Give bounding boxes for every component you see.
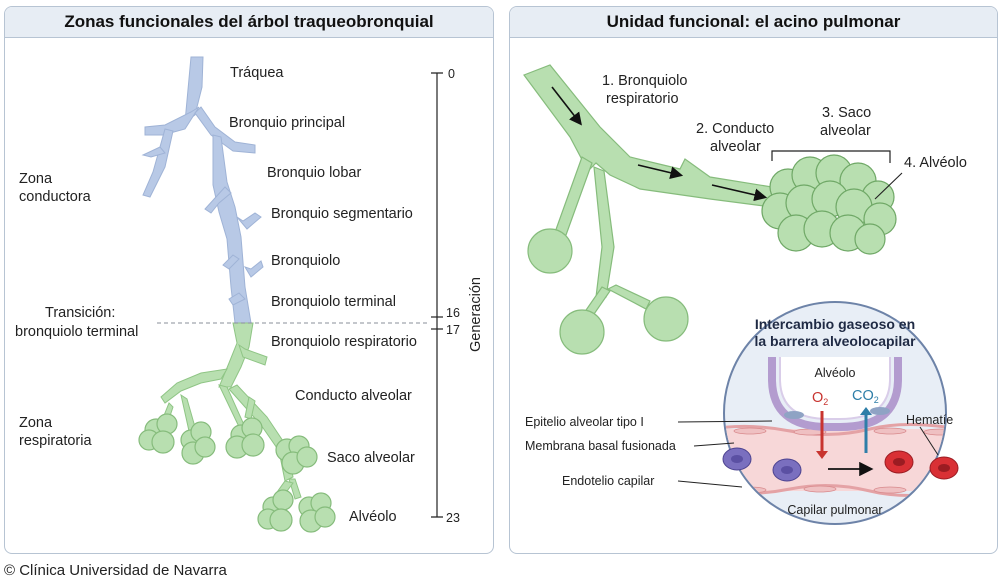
label-alveolus-4: 4. Alvéolo xyxy=(904,155,967,171)
alveolar-sac-clusters xyxy=(138,413,336,533)
alveolar-wall xyxy=(768,357,902,431)
alveolar-sac-2 xyxy=(180,421,216,465)
copyright-text: © Clínica Universidad de Navarra xyxy=(4,562,227,579)
zone-respiratory-line1: Zona xyxy=(19,415,53,431)
label-bronchiole: Bronquiolo xyxy=(271,253,340,269)
alveolar-sac-cluster xyxy=(761,154,897,255)
o2-label: O2 xyxy=(812,390,828,407)
label-resp-bronchiole-1: 1. Bronquiolo xyxy=(602,73,687,89)
bronchial-tree-diagram: Tráquea Bronquio principal Bronquio loba… xyxy=(15,56,484,533)
label-respiratory-bronchiole: Bronquiolo respiratorio xyxy=(271,334,417,350)
label-trachea: Tráquea xyxy=(230,65,284,81)
inset-alveolus-label: Alvéolo xyxy=(815,366,856,380)
alveolar-sac-1 xyxy=(138,413,178,454)
right-panel: Unidad funcional: el acino pulmonar xyxy=(509,6,998,554)
inset-title-1: Intercambio gaseoso en xyxy=(755,316,915,332)
label-main-bronchus: Bronquio principal xyxy=(229,115,345,131)
label-alv-duct-1: 2. Conducto xyxy=(696,121,774,137)
label-lobar-bronchus: Bronquio lobar xyxy=(267,165,361,181)
tick-0: 0 xyxy=(448,67,455,81)
rbc-label: Hematíe xyxy=(906,413,953,427)
tick-16: 16 xyxy=(446,306,460,320)
capillary-label: Capilar pulmonar xyxy=(787,503,882,517)
transition-line2: bronquiolo terminal xyxy=(15,324,138,340)
alveolar-sac-4 xyxy=(275,435,318,475)
zone-respiratory-line2: respiratoria xyxy=(19,433,92,449)
layer-endothelium-label: Endotelio capilar xyxy=(562,474,654,488)
transition-line1: Transición: xyxy=(45,305,115,321)
layer-epithelium-label: Epitelio alveolar tipo I xyxy=(525,415,644,429)
alveolar-sac-6 xyxy=(298,492,336,533)
conductive-zone-tree xyxy=(141,56,264,324)
label-alveolar-duct: Conducto alveolar xyxy=(295,388,412,404)
axis-label-generation: Generación xyxy=(468,277,484,352)
label-alv-sac-1: 3. Saco xyxy=(822,105,871,121)
zone-conductive-line2: conductora xyxy=(19,189,92,205)
label-alveolus: Alvéolo xyxy=(349,509,397,525)
inset-title-2: la barrera alveolocapilar xyxy=(754,333,916,349)
alveolar-sac-5 xyxy=(257,489,294,532)
gas-exchange-inset: O2 CO2 Intercambio gaseoso en la barrera… xyxy=(722,301,959,525)
left-panel: Zonas funcionales del árbol traqueobronq… xyxy=(4,6,494,554)
label-alv-duct-2: alveolar xyxy=(710,139,761,155)
generation-axis xyxy=(431,72,443,518)
rbc-deoxygenated xyxy=(722,447,802,482)
right-panel-title: Unidad funcional: el acino pulmonar xyxy=(510,7,997,38)
acinus-diagram: 1. Bronquiolo respiratorio 2. Conducto a… xyxy=(523,64,967,525)
alveolar-sac-bracket xyxy=(771,150,891,163)
co2-label: CO2 xyxy=(852,388,879,405)
tick-17: 17 xyxy=(446,323,460,337)
label-terminal-bronchiole: Bronquiolo terminal xyxy=(271,294,396,310)
label-resp-bronchiole-2: respiratorio xyxy=(606,91,679,107)
label-segmental-bronchus: Bronquio segmentario xyxy=(271,206,413,222)
rbc-oxygenated xyxy=(884,450,959,480)
alveolus-leader xyxy=(874,172,903,200)
label-alv-sac-2: alveolar xyxy=(820,123,871,139)
label-alveolar-sac: Saco alveolar xyxy=(327,450,415,466)
acinus-airway xyxy=(523,64,773,355)
alveolar-sac-3 xyxy=(225,417,265,459)
layer-basal-membrane-label: Membrana basal fusionada xyxy=(525,439,676,453)
left-panel-title: Zonas funcionales del árbol traqueobronq… xyxy=(5,7,493,38)
zone-conductive-line1: Zona xyxy=(19,171,53,187)
airflow-arrows xyxy=(551,86,768,202)
tick-23: 23 xyxy=(446,511,460,525)
